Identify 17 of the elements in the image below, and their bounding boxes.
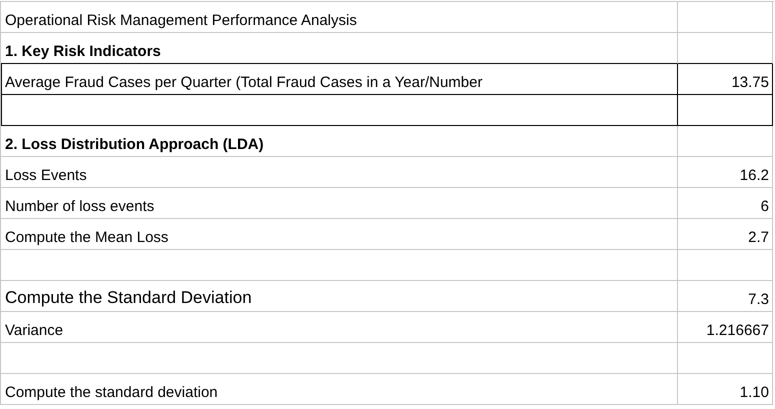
numeric-value: 6 (760, 198, 769, 215)
numeric-value: 2.7 (748, 228, 769, 246)
row-label: Compute the Standard Deviation (5, 288, 252, 308)
numeric-value: 16.2 (740, 166, 769, 184)
row-label: Number of loss events (5, 198, 154, 215)
section-heading: Operational Risk Management Performance Analysis (5, 12, 357, 29)
row-label: Loss Events (5, 166, 87, 184)
numeric-value: 1.10 (740, 384, 769, 401)
row-label: Average Fraud Cases per Quarter (Total Fraud Cases in a Year/Number (5, 74, 482, 91)
row-label: Compute the standard deviation (5, 384, 218, 401)
numeric-value: 7.3 (748, 290, 769, 308)
row-label: Variance (5, 322, 64, 339)
numeric-value: 13.75 (731, 74, 769, 91)
row-label: Compute the Mean Loss (5, 228, 168, 246)
numeric-value: 1.216667 (706, 322, 769, 339)
section-heading: 1. Key Risk Indicators (5, 42, 161, 60)
section-heading: 2. Loss Distribution Approach (LDA) (5, 136, 264, 153)
